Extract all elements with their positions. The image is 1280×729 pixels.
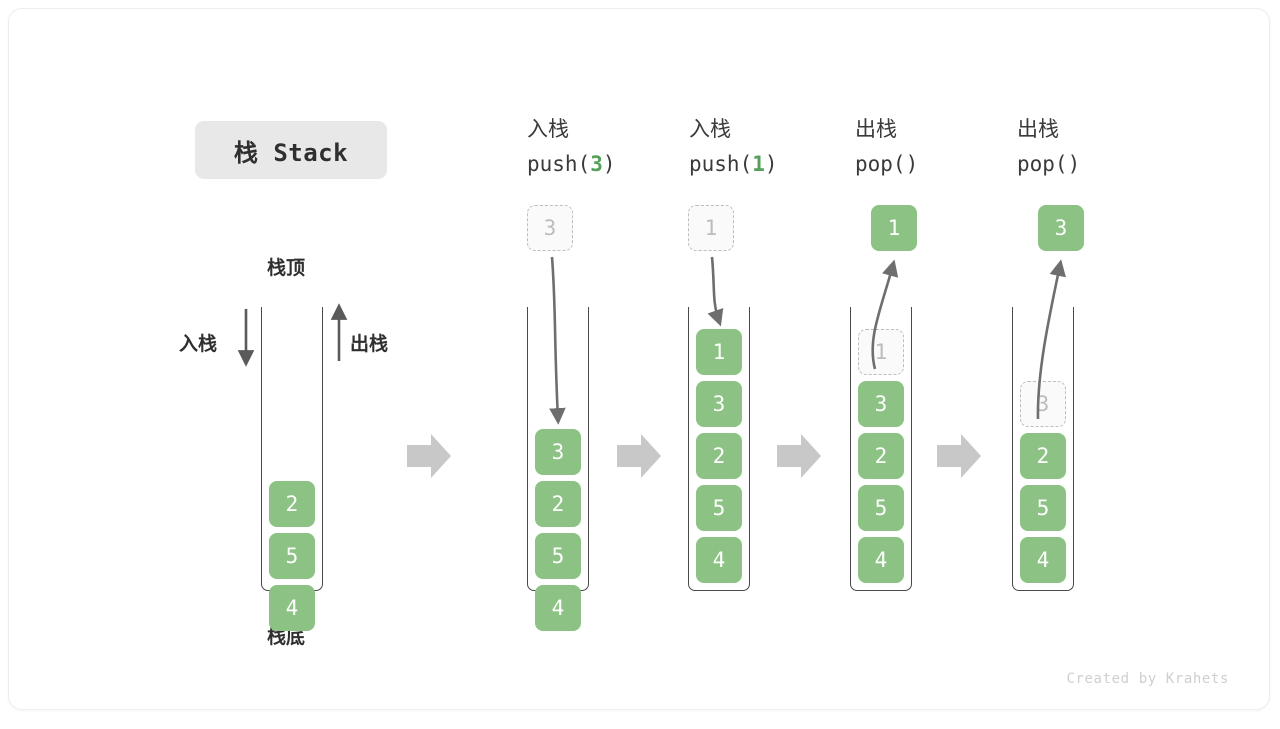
stack-walls xyxy=(850,307,912,591)
stack-cell: 2 xyxy=(1020,433,1066,479)
stack-cell: 4 xyxy=(269,585,315,631)
header-call-post: ) xyxy=(1067,152,1081,176)
vacated-ghost-cell: 1 xyxy=(858,329,904,375)
stack-cell: 4 xyxy=(535,585,581,631)
title-badge: 栈 Stack xyxy=(195,121,387,179)
popped-cell: 1 xyxy=(871,205,917,251)
pop-side-label: 出栈 xyxy=(350,334,389,355)
stack-cell: 5 xyxy=(1020,485,1066,531)
column-header-push-3: 入栈 push(3) xyxy=(527,113,727,181)
stack-cell: 2 xyxy=(696,433,742,479)
diagram-card: 栈 Stack 入栈 push(3) 入栈 push(1) 出栈 pop() 出… xyxy=(8,8,1270,710)
push-side-label: 入栈 xyxy=(179,334,218,355)
stack-walls xyxy=(1012,307,1074,591)
stack-cell: 3 xyxy=(535,429,581,475)
stack-walls xyxy=(688,307,750,591)
stack-cell: 5 xyxy=(696,485,742,531)
header-call-arg: 3 xyxy=(590,152,603,176)
stack-cell: 5 xyxy=(535,533,581,579)
incoming-ghost-cell: 3 xyxy=(527,205,573,251)
stack-cell: 3 xyxy=(858,381,904,427)
stack-cell: 4 xyxy=(696,537,742,583)
credit-watermark: Created by Krahets xyxy=(1066,671,1229,687)
header-line-2: pop() xyxy=(855,147,1055,181)
header-call-post: ) xyxy=(905,152,919,176)
stack-cell: 2 xyxy=(858,433,904,479)
incoming-ghost-cell: 1 xyxy=(688,205,734,251)
stack-cell: 2 xyxy=(535,481,581,527)
stack-cell: 4 xyxy=(858,537,904,583)
header-call-pre: push( xyxy=(527,152,591,176)
flow-arrow xyxy=(617,434,661,478)
vacated-ghost-cell: 3 xyxy=(1020,381,1066,427)
header-call-pre: pop( xyxy=(1017,152,1068,176)
flow-arrow xyxy=(407,434,451,478)
stack-bottom-label: 栈底 xyxy=(267,627,306,648)
header-line-2: push(3) xyxy=(527,147,727,181)
column-header-pop-3: 出栈 pop() xyxy=(1017,113,1217,181)
popped-cell: 3 xyxy=(1038,205,1084,251)
header-line-1: 入栈 xyxy=(527,118,569,141)
stack-top-label: 栈顶 xyxy=(267,258,306,279)
header-line-2: pop() xyxy=(1017,147,1217,181)
header-call-post: ) xyxy=(602,152,616,176)
stack-cell: 5 xyxy=(858,485,904,531)
stack-cell: 1 xyxy=(696,329,742,375)
stack-cell: 2 xyxy=(269,481,315,527)
stack-cell: 5 xyxy=(269,533,315,579)
header-line-2: push(1) xyxy=(689,147,889,181)
header-line-1: 入栈 xyxy=(689,118,731,141)
header-line-1: 出栈 xyxy=(1017,118,1059,141)
flow-arrow xyxy=(777,434,821,478)
flow-arrow xyxy=(937,434,981,478)
header-call-post: ) xyxy=(764,152,778,176)
header-call-pre: push( xyxy=(689,152,753,176)
stack-cell: 4 xyxy=(1020,537,1066,583)
stack-cell: 3 xyxy=(696,381,742,427)
column-header-push-1: 入栈 push(1) xyxy=(689,113,889,181)
header-call-arg: 1 xyxy=(752,152,765,176)
column-header-pop-1: 出栈 pop() xyxy=(855,113,1055,181)
header-line-1: 出栈 xyxy=(855,118,897,141)
header-call-pre: pop( xyxy=(855,152,906,176)
